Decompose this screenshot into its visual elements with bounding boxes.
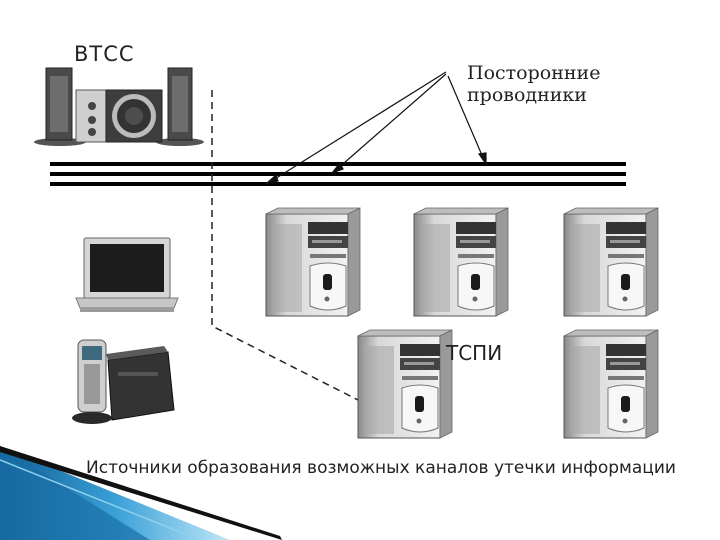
system-unit-icon bbox=[564, 208, 658, 316]
btss-label: ВТСС bbox=[74, 42, 135, 66]
foreign-conductors-label: Посторонние проводники bbox=[467, 62, 617, 106]
tspi-label: ТСПИ bbox=[446, 341, 502, 365]
system-unit-icon bbox=[414, 208, 508, 316]
speakers-subwoofer-icon bbox=[34, 68, 204, 146]
phone-fax-icon bbox=[72, 340, 174, 424]
laptop-icon bbox=[76, 238, 178, 312]
diagram-caption: Источники образования возможных каналов … bbox=[86, 458, 676, 478]
system-unit-icon bbox=[564, 330, 658, 438]
system-unit-icon bbox=[358, 330, 452, 438]
pointer-arrows bbox=[266, 72, 486, 184]
system-unit-icon bbox=[266, 208, 360, 316]
